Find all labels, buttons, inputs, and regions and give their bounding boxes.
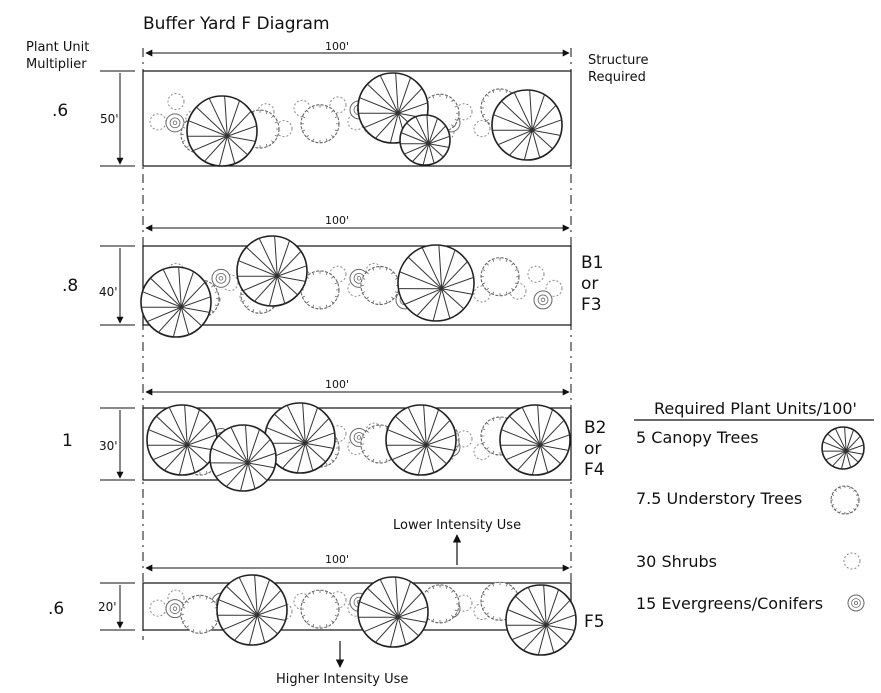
row2-depth-label: 40' bbox=[99, 285, 118, 299]
structure-header-line1: Structure bbox=[588, 53, 649, 68]
yard-row-1-boundary bbox=[142, 70, 572, 167]
lower-intensity-label: Lower Intensity Use bbox=[393, 518, 522, 533]
row2-understory-tree bbox=[360, 265, 400, 306]
plant-unit-header-line2: Multiplier bbox=[26, 57, 87, 72]
row1-multiplier: .6 bbox=[52, 101, 69, 121]
yard-row-2-boundary bbox=[142, 245, 572, 326]
canopy-tree-icon bbox=[821, 426, 865, 470]
row4-canopy-tree bbox=[505, 584, 577, 656]
row3-canopy-tree bbox=[499, 404, 571, 476]
row2-shrub bbox=[545, 279, 563, 297]
row3-depth-label: 30' bbox=[99, 439, 118, 453]
row1-shrub bbox=[473, 120, 491, 138]
row3-canopy-tree bbox=[209, 424, 277, 492]
row2-structure-1: B1 bbox=[581, 253, 604, 273]
higher-intensity-label: Higher Intensity Use bbox=[276, 672, 409, 687]
row3-canopy-tree bbox=[385, 404, 457, 476]
row1-canopy-tree bbox=[399, 114, 451, 166]
row4-multiplier: .6 bbox=[48, 599, 65, 619]
row2-canopy-tree bbox=[140, 266, 212, 338]
row3-structure-2: or bbox=[584, 439, 602, 459]
row3-canopy-tree bbox=[264, 402, 336, 474]
row1-shrub bbox=[167, 93, 185, 111]
row3-length-label: 100' bbox=[325, 378, 350, 391]
legend-item-shrubs: 30 Shrubs bbox=[636, 552, 717, 571]
row2-evergreen bbox=[533, 290, 553, 310]
legend-item-canopy: 5 Canopy Trees bbox=[636, 428, 759, 447]
row4-depth-label: 20' bbox=[98, 600, 117, 614]
row1-shrub bbox=[149, 113, 167, 131]
row2-shrub bbox=[473, 285, 491, 303]
row2-understory-tree bbox=[480, 257, 520, 297]
row4-understory-tree bbox=[180, 594, 220, 634]
understory-tree-icon bbox=[830, 485, 860, 515]
row2-shrub bbox=[527, 265, 545, 283]
row4-canopy-tree bbox=[216, 574, 288, 646]
yard-row-3-boundary bbox=[142, 407, 572, 481]
row4-shrub bbox=[149, 599, 167, 617]
row4-structure-1: F5 bbox=[584, 612, 605, 632]
legend-heading: Required Plant Units/100' bbox=[654, 399, 857, 418]
row2-structure-2: or bbox=[581, 274, 599, 294]
plant-unit-header-line1: Plant Unit bbox=[26, 40, 90, 55]
row1-understory-tree bbox=[300, 104, 340, 144]
row1-shrub bbox=[329, 96, 347, 114]
row2-length-label: 100' bbox=[325, 214, 350, 227]
row2-multiplier: .8 bbox=[62, 276, 79, 296]
row2-structure-3: F3 bbox=[581, 295, 602, 315]
row2-canopy-tree bbox=[236, 235, 308, 307]
row2-evergreen bbox=[211, 268, 231, 288]
legend-item-understory: 7.5 Understory Trees bbox=[636, 489, 803, 508]
evergreen-icon bbox=[847, 594, 865, 612]
row4-canopy-tree bbox=[357, 576, 429, 648]
diagram-title: Buffer Yard F Diagram bbox=[143, 14, 330, 34]
row1-canopy-tree bbox=[186, 95, 258, 167]
structure-header-line2: Required bbox=[588, 70, 646, 85]
shrub-icon bbox=[843, 552, 861, 570]
row4-length-label: 100' bbox=[325, 553, 350, 566]
row3-structure-3: F4 bbox=[584, 460, 605, 480]
row1-canopy-tree bbox=[491, 89, 563, 161]
row3-canopy-tree bbox=[146, 404, 218, 476]
row1-evergreen bbox=[165, 113, 185, 133]
row2-canopy-tree bbox=[397, 244, 475, 322]
row3-structure-1: B2 bbox=[584, 418, 607, 438]
row4-understory-tree bbox=[300, 589, 340, 629]
row1-length-label: 100' bbox=[325, 40, 350, 53]
row1-depth-label: 50' bbox=[100, 112, 119, 126]
legend-item-evergreens: 15 Evergreens/Conifers bbox=[636, 594, 824, 613]
row3-multiplier: 1 bbox=[62, 431, 73, 451]
